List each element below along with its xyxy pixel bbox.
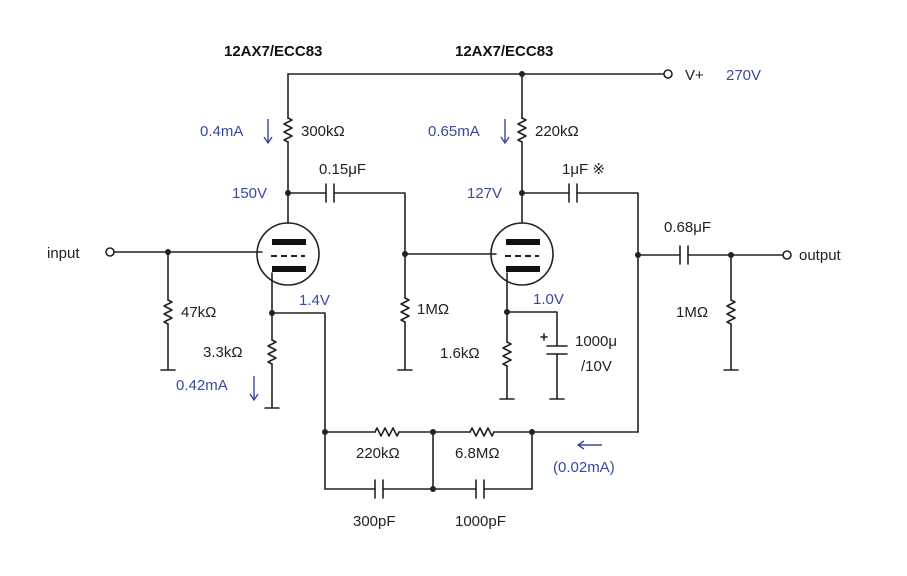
- arrow-plate1-current: [263, 119, 273, 145]
- c-bypass-voltage-label: /10V: [581, 358, 612, 375]
- c-bypass-value-label: 1000μ: [575, 333, 617, 350]
- c-out-plates: [679, 245, 689, 265]
- arrow-plate2-current: [500, 119, 510, 145]
- r-fb2-resistor: [469, 427, 495, 437]
- r-fb2-label: 6.8MΩ: [455, 445, 500, 462]
- c-couple1-plates: [325, 183, 335, 203]
- r-out-resistor: [726, 299, 736, 325]
- arrow-cathode1-current: [249, 376, 259, 402]
- feedback-wire-from-cathode1: [271, 312, 326, 490]
- cathode1-ground-wire: [264, 363, 280, 409]
- tube1-type-label: 12AX7/ECC83: [224, 43, 322, 60]
- c-couple2-label: 1μF ※: [562, 161, 605, 178]
- r-grid-in-ground: [160, 323, 176, 371]
- c-fb2-plates: [475, 479, 485, 499]
- tube2-triode: [490, 222, 554, 286]
- r-cathode1-resistor: [267, 339, 277, 365]
- supply-voltage: 270V: [726, 67, 761, 84]
- v-cathode1-annotation: 1.4V: [299, 292, 330, 309]
- r-grid2-resistor: [400, 297, 410, 323]
- r-out-ground: [723, 323, 739, 371]
- r-grid-in-resistor: [163, 299, 173, 325]
- c-bypass-wire-bottom: [549, 353, 565, 400]
- input-terminal[interactable]: [105, 247, 115, 257]
- c-bypass-wire-top: [506, 311, 558, 347]
- r-cathode2-ground: [499, 365, 515, 400]
- r-cathode2-label: 1.6kΩ: [440, 345, 480, 362]
- supply-label: V+: [685, 67, 704, 84]
- output-label: output: [799, 247, 842, 264]
- r-grid-in-label: 47kΩ: [181, 304, 216, 321]
- c-couple2-plates: [568, 183, 578, 203]
- i-feedback-annotation: (0.02mA): [553, 459, 615, 476]
- r-plate2-resistor: [517, 117, 527, 143]
- i-plate2-annotation: 0.65mA: [428, 123, 480, 140]
- c-out-label: 0.68μF: [664, 219, 711, 236]
- v-plate1-annotation: 150V: [232, 185, 267, 202]
- r-fb1-label: 220kΩ: [356, 445, 400, 462]
- tube1-triode: [256, 222, 320, 286]
- c-bypass-plates: [546, 345, 568, 355]
- c-bypass-plus: [540, 333, 548, 341]
- r-plate1-resistor: [283, 117, 293, 143]
- v-cathode2-annotation: 1.0V: [533, 291, 564, 308]
- arrow-feedback-current: [576, 440, 602, 450]
- c-fb2-label: 1000pF: [455, 513, 506, 530]
- c-fb1-plates: [374, 479, 384, 499]
- r-plate2-label: 220kΩ: [535, 123, 579, 140]
- r-fb1-resistor: [374, 427, 400, 437]
- r-cathode2-resistor: [502, 341, 512, 367]
- r-cathode1-label: 3.3kΩ: [203, 344, 243, 361]
- supply-terminal[interactable]: [663, 69, 673, 79]
- c-fb1-label: 300pF: [353, 513, 396, 530]
- v-plate2-annotation: 127V: [467, 185, 502, 202]
- i-plate1-annotation: 0.4mA: [200, 123, 243, 140]
- r-grid2-label: 1MΩ: [417, 301, 449, 318]
- tube2-type-label: 12AX7/ECC83: [455, 43, 553, 60]
- c-couple1-label: 0.15μF: [319, 161, 366, 178]
- r-out-label: 1MΩ: [676, 304, 708, 321]
- output-terminal[interactable]: [782, 250, 792, 260]
- input-label: input: [47, 245, 80, 262]
- r-grid2-ground: [397, 321, 413, 371]
- r-plate1-label: 300kΩ: [301, 123, 345, 140]
- i-cathode1-annotation: 0.42mA: [176, 377, 228, 394]
- c-couple2-wire-right: [576, 192, 639, 433]
- c-couple1-wire-right: [333, 192, 406, 299]
